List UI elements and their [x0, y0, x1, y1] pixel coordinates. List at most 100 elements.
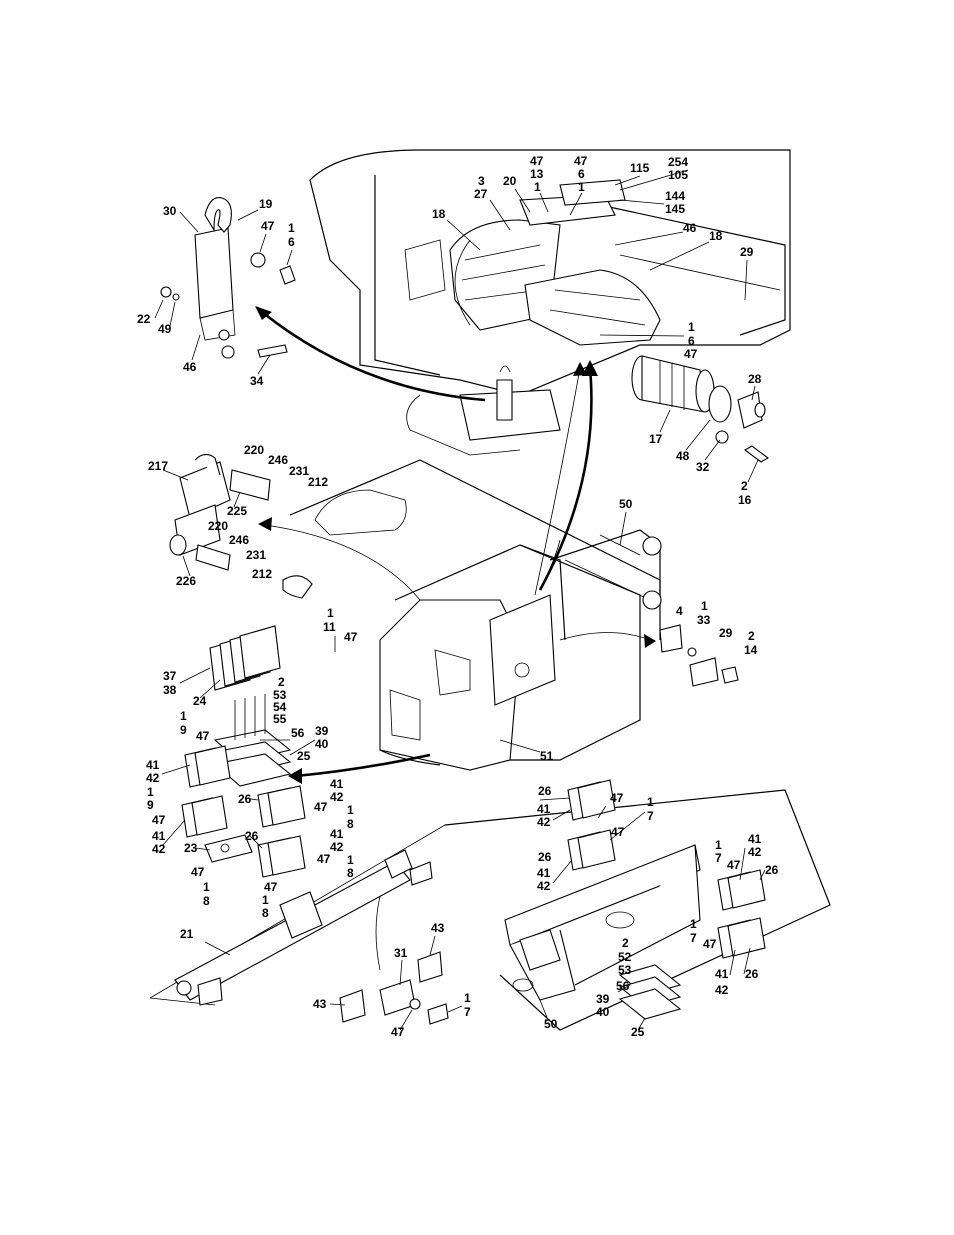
- callout: 41: [146, 758, 160, 772]
- callout: 4: [676, 604, 683, 618]
- callout: 41: [152, 829, 166, 843]
- callout: 3: [478, 174, 485, 188]
- callout: 6: [578, 167, 585, 181]
- callout: 11: [323, 620, 336, 634]
- callout: 39: [596, 992, 610, 1006]
- reference-arrow-4: [295, 753, 431, 778]
- callout: 17: [649, 432, 663, 446]
- callout: 212: [252, 567, 272, 581]
- callout: 1: [288, 221, 295, 235]
- callout: 47: [196, 729, 210, 743]
- callout: 217: [148, 459, 168, 473]
- callout: 144: [665, 189, 685, 203]
- callout: 47: [530, 154, 544, 168]
- reference-arrow-1: [261, 310, 486, 402]
- callout: 47: [317, 852, 331, 866]
- callout: 47: [261, 219, 275, 233]
- wear-block-parts: [339, 951, 449, 1025]
- callout: 7: [690, 931, 697, 945]
- callout: 34: [250, 374, 264, 388]
- callout: 1: [464, 991, 471, 1005]
- reference-arrow-5: [559, 632, 651, 641]
- callout: 21: [180, 927, 194, 941]
- callout: 220: [244, 443, 264, 457]
- reference-arrow-6: [264, 524, 421, 601]
- callout: 18: [432, 207, 446, 221]
- callout: 40: [596, 1005, 610, 1019]
- callout: 53: [618, 963, 632, 977]
- reference-arrow-head-4: [288, 768, 302, 784]
- callout: 29: [719, 626, 733, 640]
- callout: 26: [245, 829, 259, 843]
- callout: 1: [347, 853, 354, 867]
- callout: 42: [146, 771, 160, 785]
- callout: 52: [618, 950, 632, 964]
- callout: 53: [273, 688, 287, 702]
- callout: 47: [314, 800, 328, 814]
- wear-pad-groups-left: [181, 745, 306, 878]
- callout: 2: [741, 479, 748, 493]
- callout: 8: [203, 894, 210, 908]
- callout: 231: [246, 548, 266, 562]
- callout: 254: [668, 155, 688, 169]
- reference-arrow-head-1: [255, 306, 272, 320]
- callout: 25: [297, 749, 311, 763]
- callout: 41: [537, 802, 551, 816]
- callout: 43: [313, 997, 327, 1011]
- callout: 23: [184, 841, 198, 855]
- callout: 8: [347, 866, 354, 880]
- callout: 41: [537, 866, 551, 880]
- callout: 47: [152, 813, 166, 827]
- callout: 231: [289, 464, 309, 478]
- callout: 47: [610, 791, 624, 805]
- callout: 2: [748, 629, 755, 643]
- callout: 33: [697, 613, 711, 627]
- callout: 1: [327, 606, 334, 620]
- wear-pad-groups-right: [567, 779, 766, 1020]
- callout: 30: [163, 204, 177, 218]
- callout: 47: [684, 347, 698, 361]
- keeper-plate-parts: [659, 624, 739, 687]
- callout: 47: [611, 825, 625, 839]
- callout: 50: [544, 1017, 558, 1031]
- extension-cylinder-group: [149, 824, 446, 1006]
- callout: 47: [574, 154, 588, 168]
- callout: 220: [208, 519, 228, 533]
- reference-arrow-3: [534, 367, 581, 596]
- callout-labels: 47 13 1 47 6 1 115 254 105 144 145 3 27 …: [137, 154, 779, 1039]
- callout: 1: [578, 180, 585, 194]
- callout: 26: [538, 784, 552, 798]
- callout: 1: [647, 795, 654, 809]
- callout: 26: [765, 863, 779, 877]
- callout: 43: [431, 921, 445, 935]
- reference-arrow-head-3: [573, 362, 587, 376]
- pivot-pin-assembly: [631, 355, 769, 463]
- reference-arrow-2: [538, 367, 593, 591]
- callout: 42: [330, 790, 344, 804]
- callout: 47: [727, 858, 741, 872]
- callout: 42: [537, 879, 551, 893]
- callout: 26: [538, 850, 552, 864]
- callout: 8: [347, 817, 354, 831]
- cylinder-mount-assembly: [169, 453, 271, 571]
- callout: 41: [330, 777, 344, 791]
- callout: 6: [288, 235, 295, 249]
- callout: 18: [709, 229, 723, 243]
- callout: 24: [193, 694, 207, 708]
- callout: 54: [273, 700, 287, 714]
- callout: 42: [330, 840, 344, 854]
- callout: 48: [676, 449, 690, 463]
- callout: 1: [203, 880, 210, 894]
- callout: 47: [344, 630, 358, 644]
- callout: 22: [137, 312, 151, 326]
- wear-pad-stack-1: [213, 694, 292, 787]
- callout: 47: [264, 880, 278, 894]
- callout: 13: [530, 167, 544, 181]
- reference-arrow-head-6: [258, 517, 272, 531]
- callout: 20: [503, 174, 517, 188]
- callout: 55: [273, 712, 287, 726]
- callout: 47: [703, 937, 717, 951]
- callout: 56: [616, 979, 630, 993]
- callout: 42: [537, 815, 551, 829]
- boom-section-upper: [549, 529, 662, 610]
